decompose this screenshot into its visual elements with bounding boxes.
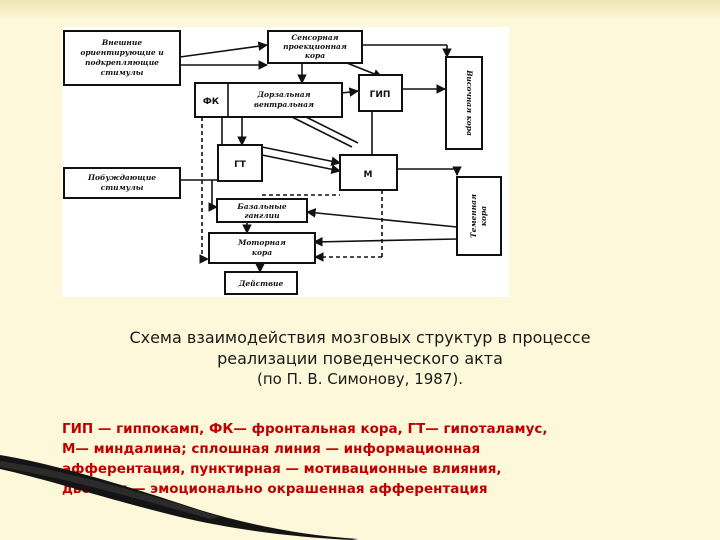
box-parietal-cortex: Теменная кора (456, 176, 502, 256)
legend-text: ГИП — гиппокамп, ФК— фронтальная кора, Г… (62, 419, 628, 499)
box-action: Действие (224, 271, 298, 295)
caption-line-2: реализации поведенческого акта (217, 349, 503, 368)
caption-source: (по П. В. Симонову, 1987). (257, 370, 463, 388)
box-temporal-cortex: Височная кора (445, 56, 483, 150)
sensory-cortex-line-3: кора (305, 51, 325, 60)
gt-label: ГТ (234, 160, 247, 170)
box-external-stimuli: Внешние ориентирующие и подкрепляющие ст… (63, 30, 181, 86)
legend-line-4: двойная — эмоционально окрашенная аффере… (62, 481, 488, 497)
caption-line-1: Схема взаимодействия мозговых структур в… (129, 328, 591, 347)
box-amygdala: М (339, 154, 398, 191)
box-motor-cortex: Моторная кора (208, 232, 316, 264)
top-shading (0, 0, 720, 20)
box-basal-ganglia: Базальные ганглии (216, 198, 308, 223)
motor-cortex-line-2: кора (252, 248, 272, 257)
box-frontal-cortex: ФК Дорзальная вентральная (194, 82, 343, 118)
action-label: Действие (238, 279, 284, 288)
motor-cortex-line-1: Моторная (237, 238, 286, 247)
box-hypothalamus: ГТ (217, 144, 263, 182)
legend-line-2: М— миндалина; сплошная линия — информаци… (62, 441, 481, 457)
fk-label: ФК (203, 97, 220, 107)
dorsal-ventral-line-1: Дорзальная (256, 90, 310, 99)
legend-line-1: ГИП — гиппокамп, ФК— фронтальная кора, Г… (62, 421, 548, 437)
legend-line-3: афферентация, пунктирная — мотивационные… (62, 461, 502, 477)
external-stimuli-line-3: подкрепляющие (85, 58, 159, 67)
gip-label: ГИП (370, 90, 391, 100)
parietal-cortex-line-2: кора (479, 206, 488, 226)
brain-structures-diagram: Внешние ориентирующие и подкрепляющие ст… (62, 27, 509, 297)
parietal-cortex-line-1: Теменная (469, 194, 478, 238)
box-hippocampus: ГИП (358, 74, 403, 112)
external-stimuli-line-4: стимулы (101, 68, 144, 77)
box-sensory-cortex: Сенсорная проекционная кора (267, 30, 363, 64)
basal-ganglia-line-2: ганглии (244, 211, 280, 220)
box-motivating-stimuli: Побуждающие стимулы (63, 167, 181, 199)
motivating-stimuli-line-1: Побуждающие (87, 173, 156, 182)
external-stimuli-line-2: ориентирующие и (80, 48, 164, 57)
dorsal-ventral-line-2: вентральная (254, 100, 314, 109)
temporal-cortex-label: Височная кора (465, 69, 474, 136)
motivating-stimuli-line-2: стимулы (101, 183, 144, 192)
basal-ganglia-line-1: Базальные (236, 202, 286, 211)
sensory-cortex-line-1: Сенсорная (291, 33, 338, 42)
sensory-cortex-line-2: проекционная (283, 42, 347, 51)
decorative-brush-stroke (0, 455, 358, 540)
external-stimuli-line-1: Внешние (101, 38, 142, 47)
diagram-caption: Схема взаимодействия мозговых структур в… (60, 327, 660, 390)
m-label: М (364, 170, 373, 180)
